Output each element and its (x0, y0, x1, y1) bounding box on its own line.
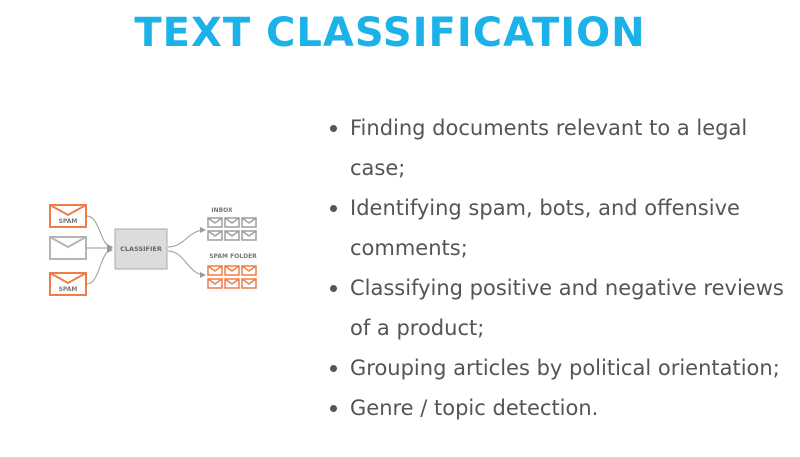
bullet-text: Identifying spam, bots, and offensive (350, 196, 740, 220)
arrow-out-spam (167, 250, 206, 278)
spam-folder-label: SPAM FOLDER (209, 253, 257, 260)
bullet-item: Classifying positive and negative review… (330, 268, 800, 348)
bullet-item: Grouping articles by political orientati… (330, 348, 800, 388)
classifier-label: CLASSIFIER (120, 245, 162, 253)
envelope-normal-input (49, 236, 87, 260)
classifier-box (114, 228, 168, 270)
arrow-in-3 (86, 247, 113, 285)
bullet-dot (330, 405, 337, 412)
envelope-label: SPAM (59, 218, 78, 225)
spam-folder-envelopes (207, 265, 257, 289)
envelope-label: SPAM (59, 286, 78, 293)
bullet-text: Genre / topic detection. (350, 396, 599, 420)
inbox-envelopes (207, 217, 257, 241)
bullet-item: Genre / topic detection. (330, 388, 800, 428)
bullet-dot (330, 285, 337, 292)
arrow-in-1 (86, 215, 113, 250)
bullet-text: Classifying positive and negative review… (350, 276, 784, 300)
bullet-dot (330, 365, 337, 372)
bullet-list: Finding documents relevant to a legal ca… (330, 108, 800, 428)
bullet-text-continuation: comments; (350, 236, 468, 260)
page-title: TEXT CLASSIFICATION (134, 10, 646, 56)
spam-classifier-diagram: SPAM SPAM CLASSIFIER INBOX SPAM FOLDER (49, 204, 257, 296)
bullet-item: Finding documents relevant to a legal ca… (330, 108, 800, 188)
envelope-spam-input-1: SPAM (49, 204, 87, 228)
inbox-label: INBOX (211, 207, 233, 214)
bullet-dot (330, 205, 337, 212)
envelope-spam-input-2: SPAM (49, 272, 87, 296)
bullet-text: Finding documents relevant to a legal (350, 116, 748, 140)
bullet-text-continuation: case; (350, 156, 406, 180)
bullet-item: Identifying spam, bots, and offensive co… (330, 188, 800, 268)
bullet-text: Grouping articles by political orientati… (350, 356, 780, 380)
bullet-text-continuation: of a product; (350, 316, 485, 340)
arrow-out-inbox (167, 227, 206, 248)
bullet-dot (330, 125, 337, 132)
